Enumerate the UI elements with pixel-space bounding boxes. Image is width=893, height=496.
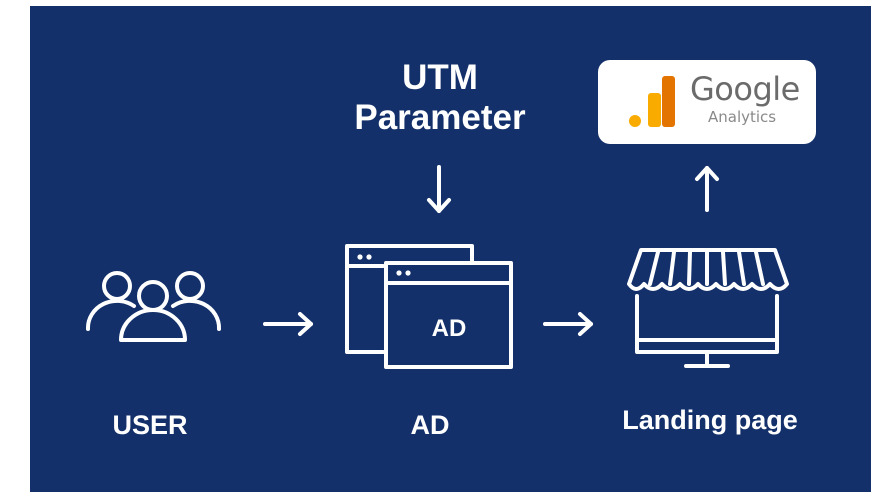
user-label: USER bbox=[112, 410, 188, 440]
landing-page-label: Landing page bbox=[622, 405, 798, 435]
analytics-bars-icon bbox=[629, 76, 675, 127]
ad-window-text: AD bbox=[432, 315, 467, 342]
google-analytics-logo: Google Analytics bbox=[598, 60, 816, 144]
browser-windows-icon bbox=[345, 244, 513, 369]
analytics-bar-tall bbox=[662, 76, 675, 127]
storefront-monitor-icon bbox=[627, 248, 789, 368]
utm-label-line1: UTM bbox=[402, 58, 478, 97]
arrow-up-icon bbox=[695, 166, 719, 212]
window-dot bbox=[396, 270, 402, 276]
ga-product-text: Analytics bbox=[708, 108, 777, 126]
arrow-right-icon bbox=[263, 312, 313, 336]
window-dot bbox=[405, 270, 411, 276]
ad-label: AD bbox=[410, 410, 450, 440]
window-dot bbox=[357, 254, 363, 260]
window-dot bbox=[366, 254, 372, 260]
utm-label-line2: Parameter bbox=[354, 98, 526, 137]
analytics-bar-mid bbox=[648, 93, 661, 127]
ga-brand-text: Google bbox=[690, 70, 800, 108]
arrow-down-icon bbox=[427, 165, 451, 213]
users-icon bbox=[85, 271, 222, 342]
arrow-right-icon bbox=[543, 312, 593, 336]
analytics-dot bbox=[629, 115, 641, 127]
utm-parameter-label: UTM Parameter bbox=[320, 58, 560, 138]
